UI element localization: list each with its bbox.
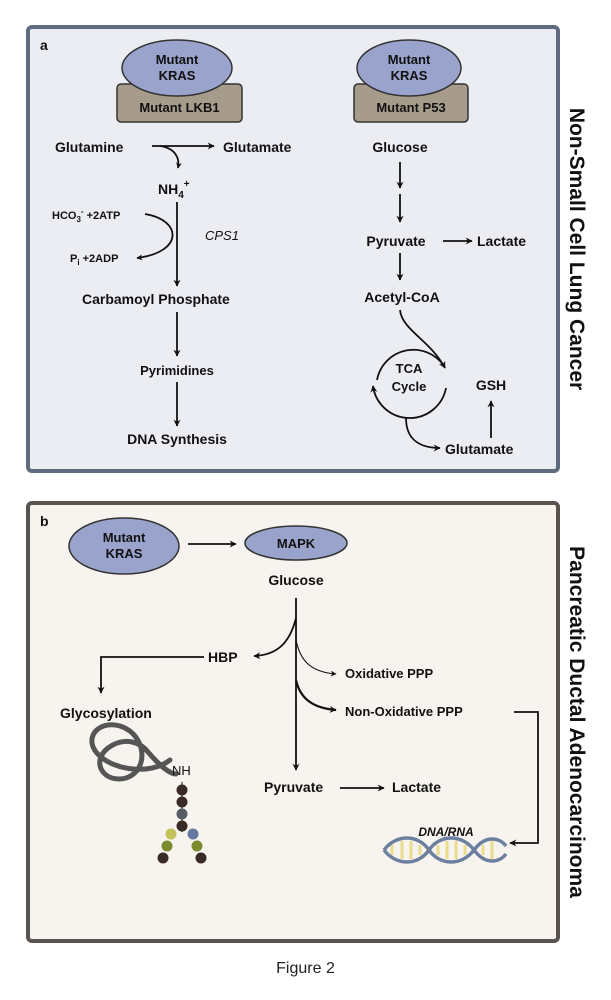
kras-ellipse-left xyxy=(121,39,233,97)
glucose-to-nonoxidative-ppp-arrow xyxy=(294,679,337,713)
mutant-kras-p53-badge: Mutant P53 Mutant KRAS xyxy=(353,39,469,123)
dna-rna-label: DNA/RNA xyxy=(418,825,473,839)
glycan-bead-2 xyxy=(176,796,188,808)
glycan-bead-4 xyxy=(176,820,188,832)
glycan-bead-6 xyxy=(187,828,199,840)
panel-a: a Non-Small Cell Lung Cancer Mutant LKB1… xyxy=(26,25,588,473)
glycan-bead-3 xyxy=(176,808,188,820)
glutamate-label-right: Glutamate xyxy=(445,441,514,457)
kras-label-left-1: Mutant xyxy=(156,52,199,67)
tca-to-glutamate-arrow xyxy=(405,417,441,452)
dna-synthesis-label: DNA Synthesis xyxy=(127,431,227,447)
nonoxppp-to-dna-path xyxy=(509,711,539,847)
glycoprotein-icon: NH xyxy=(89,722,207,864)
hco3-label: HCO3- +2ATP xyxy=(52,207,120,224)
mutant-lkb1-label: Mutant LKB1 xyxy=(139,100,219,115)
kras-label-left-2: KRAS xyxy=(159,68,196,83)
pyruvate-label-a: Pyruvate xyxy=(366,233,425,249)
panel-b-frame xyxy=(26,501,560,943)
nh4-release-arrow xyxy=(159,145,182,169)
protein-coil xyxy=(89,722,179,782)
tca-cycle: TCA Cycle xyxy=(370,309,447,452)
lactate-label-b: Lactate xyxy=(392,779,441,795)
kras-label-b-2: KRAS xyxy=(106,546,143,561)
mapk-badge: MAPK xyxy=(244,525,348,561)
mapk-label: MAPK xyxy=(277,536,316,551)
acetyl-coa-label: Acetyl-CoA xyxy=(364,289,439,305)
kras-ellipse-right xyxy=(356,39,462,97)
non-oxidative-ppp-label: Non-Oxidative PPP xyxy=(345,704,463,719)
figure-caption: Figure 2 xyxy=(276,960,335,977)
cps1-enzyme-label: CPS1 xyxy=(205,228,239,243)
tca-cycle-lower-arc xyxy=(370,385,447,419)
hbp-to-glycosylation-path xyxy=(97,656,204,694)
kras-label-right-1: Mutant xyxy=(388,52,431,67)
glycan-bead-9 xyxy=(157,852,169,864)
mutant-kras-b: Mutant KRAS xyxy=(68,517,180,575)
panel-b-letter: b xyxy=(40,513,49,529)
dna-strand-2 xyxy=(382,836,508,864)
glucose-to-oxidative-ppp-arrow xyxy=(295,639,337,677)
pi-label: Pi +2ADP xyxy=(70,253,118,267)
gsh-label: GSH xyxy=(476,377,506,393)
panel-b-side-title: Pancreatic Ductal Adenocarcinoma xyxy=(565,546,588,898)
kras-label-right-2: KRAS xyxy=(391,68,428,83)
pyruvate-label-b: Pyruvate xyxy=(264,779,323,795)
lactate-label-a: Lactate xyxy=(477,233,526,249)
glucose-label-b: Glucose xyxy=(268,572,323,588)
tca-label-2: Cycle xyxy=(392,379,427,394)
panel-a-letter: a xyxy=(40,37,48,53)
glucose-to-hbp-arrow xyxy=(253,617,297,660)
panel-a-frame xyxy=(26,25,560,473)
pyrimidines-label: Pyrimidines xyxy=(140,363,214,378)
tca-cycle-upper-arc xyxy=(376,348,445,381)
glycan-bead-10 xyxy=(195,852,207,864)
glutamate-label-left: Glutamate xyxy=(223,139,292,155)
kras-ellipse-b xyxy=(68,517,180,575)
mapk-ellipse xyxy=(244,525,348,561)
carbamoyl-phosphate-label: Carbamoyl Phosphate xyxy=(82,291,230,307)
mutant-kras-lkb1-badge: Mutant LKB1 Mutant KRAS xyxy=(116,39,243,123)
glycosylation-label: Glycosylation xyxy=(60,705,152,721)
hbp-label: HBP xyxy=(208,649,238,665)
panel-a-side-title: Non-Small Cell Lung Cancer xyxy=(565,108,588,390)
glucose-label-a: Glucose xyxy=(372,139,427,155)
dna-helix-icon xyxy=(382,836,508,864)
glycan-bead-1 xyxy=(176,784,188,796)
tca-label-1: TCA xyxy=(396,361,423,376)
mutant-p53-label: Mutant P53 xyxy=(376,100,445,115)
glycan-bead-5 xyxy=(165,828,177,840)
nh4-label: NH4+ xyxy=(158,179,190,201)
panel-b: b Pancreatic Ductal Adenocarcinoma Mutan… xyxy=(26,501,588,943)
glycan-bead-7 xyxy=(161,840,173,852)
cps1-cofactor-arc xyxy=(136,213,174,261)
kras-label-b-1: Mutant xyxy=(103,530,146,545)
glycan-bead-8 xyxy=(191,840,203,852)
nh-label: NH xyxy=(172,763,191,778)
oxidative-ppp-label: Oxidative PPP xyxy=(345,666,433,681)
glutamine-label: Glutamine xyxy=(55,139,124,155)
dna-strand-1 xyxy=(382,836,508,864)
